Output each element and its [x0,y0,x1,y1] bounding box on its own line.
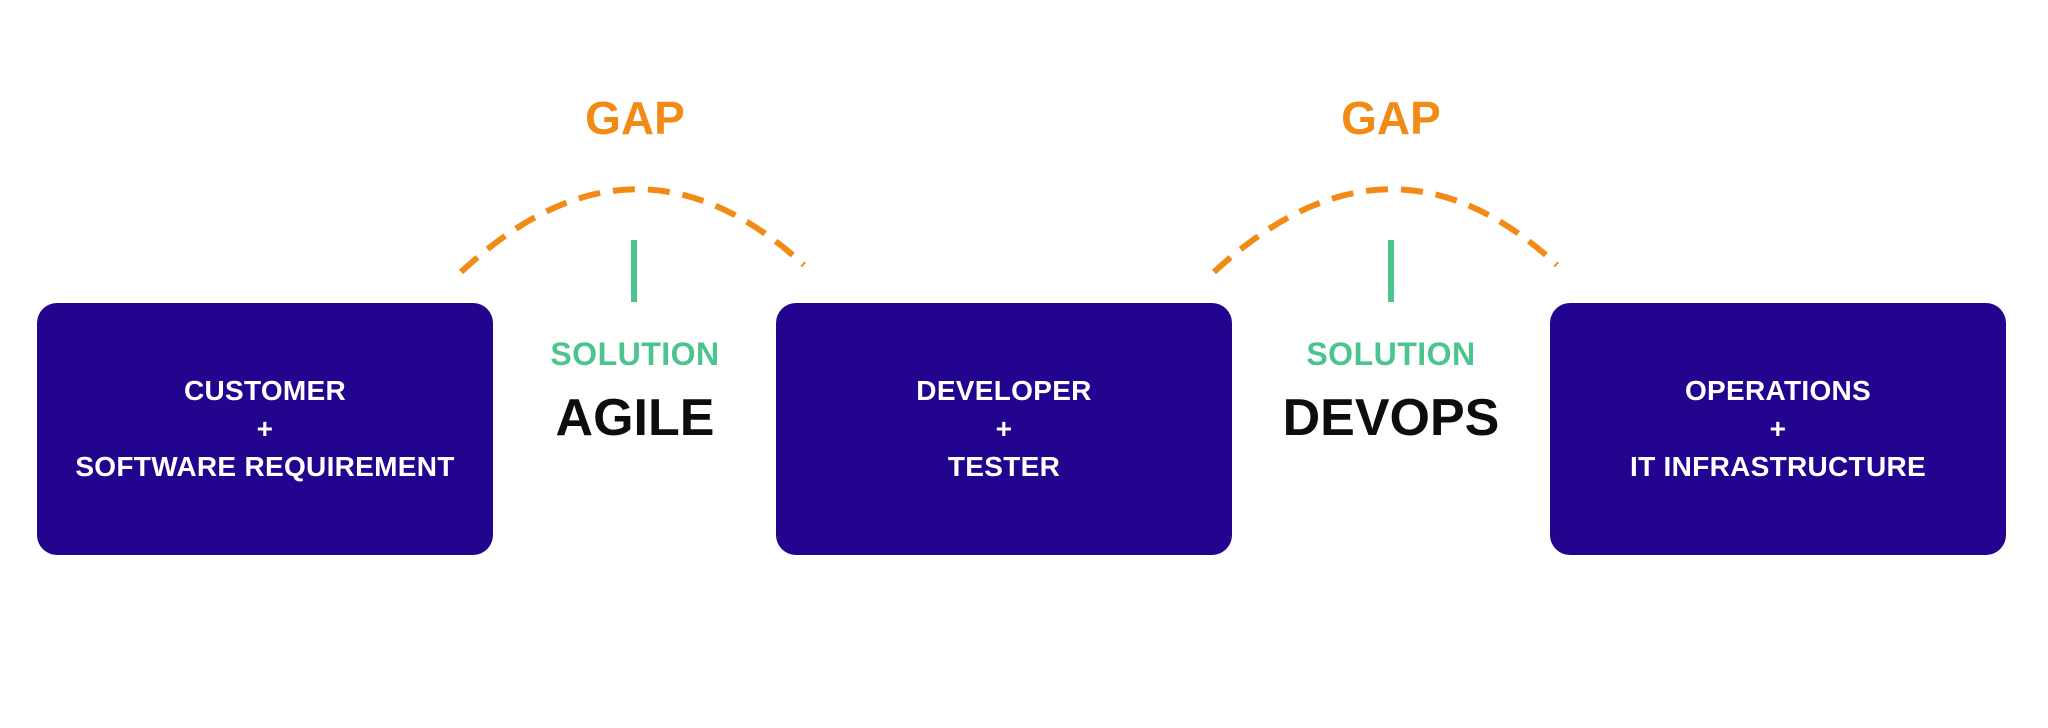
box-line-1: OPERATIONS [1684,375,1872,406]
box-line-2: SOFTWARE REQUIREMENT [75,451,455,482]
developer-tester-box: DEVELOPER + TESTER [776,303,1232,555]
method-label-devops: DEVOPS [1282,389,1500,447]
gap-arc-2 [1211,186,1560,275]
box-line-1: CUSTOMER [183,375,347,406]
box-plus: + [995,413,1013,444]
gap-arc-1 [458,186,807,275]
box-line-2: TESTER [947,451,1061,482]
box-line-2: IT INFRASTRUCTURE [1630,451,1926,482]
solution-label-1: SOLUTION [550,336,720,372]
method-label-agile: AGILE [555,389,715,447]
gap-label-1: GAP [585,92,685,144]
box-plus: + [1769,413,1787,444]
box-line-1: DEVELOPER [916,375,1092,406]
operations-it-infrastructure-box: OPERATIONS + IT INFRASTRUCTURE [1550,303,2006,555]
box-plus: + [256,413,274,444]
gap-label-2: GAP [1341,92,1441,144]
solution-label-2: SOLUTION [1306,336,1476,372]
customer-software-requirement-box: CUSTOMER + SOFTWARE REQUIREMENT [37,303,493,555]
